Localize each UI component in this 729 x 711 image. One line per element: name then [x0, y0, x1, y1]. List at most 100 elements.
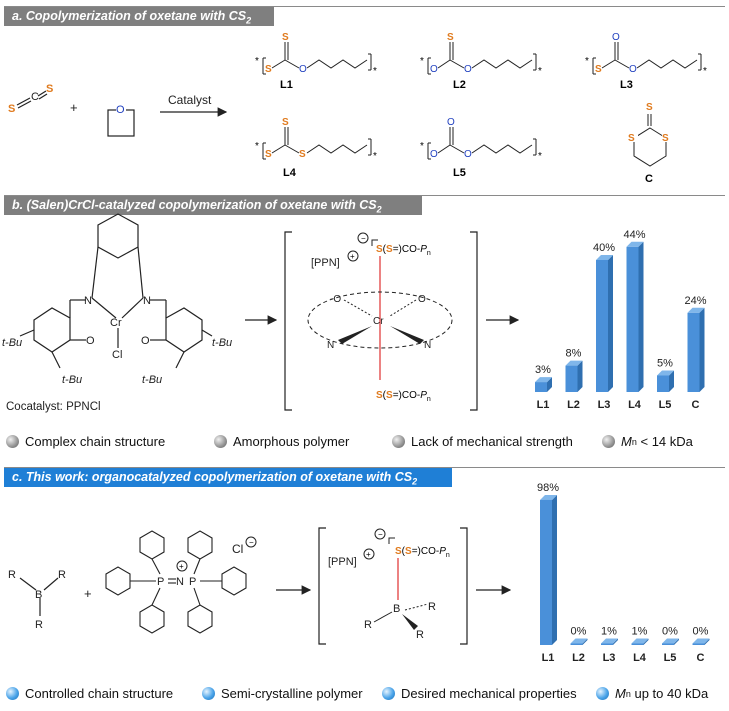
chart-c-category-label-5: C	[697, 652, 705, 664]
svg-text:−: −	[249, 538, 254, 547]
svg-text:S(S=)CO-Pn: S(S=)CO-Pn	[395, 546, 450, 559]
svg-text:O: O	[418, 294, 426, 305]
svg-text:S: S	[595, 64, 602, 75]
legend-c-item-2: Semi-crystalline polymer	[202, 686, 363, 701]
label-l5: L5	[453, 167, 466, 179]
chart-b-bar-side-2	[608, 255, 613, 392]
svg-text:*: *	[420, 141, 424, 152]
catalyst-label: Catalyst	[168, 93, 212, 107]
svg-text:O: O	[612, 32, 620, 43]
tbu-left: t-Bu	[2, 337, 22, 349]
chain-n-b2: n	[427, 396, 431, 403]
label-c: C	[645, 173, 653, 185]
svg-text:*: *	[373, 66, 377, 77]
bullet-icon	[382, 687, 395, 700]
chart-b-value-label-3: 44%	[623, 229, 645, 241]
ppn-p-left: P	[157, 576, 164, 588]
label-l4: L4	[283, 167, 297, 179]
salen-cr-complex	[20, 214, 212, 368]
chart-b-bar-2	[596, 260, 608, 392]
chart-b-category-label-0: L1	[537, 399, 550, 411]
bullet-icon	[602, 435, 615, 448]
ppn-b: [PPN]	[311, 257, 340, 269]
ppn-c: [PPN]	[328, 556, 357, 568]
svg-text:R: R	[416, 629, 424, 641]
svg-text:O: O	[430, 64, 438, 75]
svg-text:S: S	[282, 117, 289, 128]
salen-cr: Cr	[110, 317, 122, 329]
svg-text:O: O	[629, 64, 637, 75]
chart-b-bar-side-5	[700, 308, 705, 392]
svg-text:*: *	[538, 66, 542, 77]
svg-text:O: O	[299, 64, 307, 75]
chart-c-bar-5	[693, 644, 705, 646]
bullet-icon	[202, 687, 215, 700]
legend-c-item-1: Controlled chain structure	[6, 686, 173, 701]
chart-b-bar-4	[657, 376, 669, 393]
chart-c-value-label-4: 0%	[662, 626, 678, 638]
legend-c: Controlled chain structure Semi-crystall…	[6, 686, 725, 706]
svg-text:R: R	[428, 601, 436, 613]
cs2-molecule: S C S	[8, 83, 53, 115]
svg-text:S(S=)CO-Pn: S(S=)CO-Pn	[376, 390, 431, 403]
svg-text:S: S	[447, 32, 454, 43]
chart-b-value-label-2: 40%	[593, 242, 615, 254]
svg-text:-O: -O	[330, 294, 341, 305]
svg-text:*: *	[538, 151, 542, 162]
chart-c-bar-top-3	[632, 639, 649, 644]
ppn-n: N	[176, 576, 184, 588]
label-l1: L1	[280, 79, 293, 91]
plus-sign-a: +	[70, 100, 78, 115]
svg-text:S: S	[265, 64, 272, 75]
salen-n-left: N	[84, 295, 92, 307]
borane-r2: R	[58, 569, 66, 581]
chart-b-category-label-1: L2	[567, 399, 580, 411]
chart-c-bar-top-1	[571, 639, 588, 644]
counterion-cl: Cl	[232, 542, 243, 556]
bullet-icon	[214, 435, 227, 448]
chain-tail-b: =)CO-	[393, 244, 421, 255]
svg-text:S: S	[46, 83, 53, 95]
chart-c-value-label-3: 1%	[632, 626, 648, 638]
chain-n-c: n	[446, 552, 450, 559]
chart-b-category-label-5: C	[692, 399, 700, 411]
chain-n-b: n	[427, 250, 431, 257]
chart-b-value-label-4: 5%	[657, 358, 673, 370]
tbu-bottom-right: t-Bu	[142, 374, 162, 386]
chart-c-category-label-2: L3	[603, 652, 616, 664]
chain-tail-c: =)CO-	[412, 546, 440, 557]
chart-c-bar-top-4	[662, 639, 679, 644]
svg-text:R: R	[364, 619, 372, 631]
borane-r1: R	[8, 569, 16, 581]
chart-c-bar-top-5	[693, 639, 710, 644]
cocatalyst-label: Cocatalyst: PPNCl	[6, 401, 101, 413]
svg-text:C: C	[31, 91, 39, 103]
svg-text:+: +	[350, 252, 355, 261]
legend-b-item-4: Mn < 14 kDa	[602, 434, 693, 449]
svg-text:−: −	[378, 530, 383, 539]
chart-b-category-label-3: L4	[628, 399, 642, 411]
svg-text:S: S	[282, 32, 289, 43]
chart-c-bar-4	[662, 644, 674, 646]
svg-text:O: O	[447, 117, 455, 128]
chart-b-bar-5	[688, 313, 700, 392]
chart-c: 98%L10%L21%L31%L40%L50%C	[537, 482, 710, 664]
chart-c-category-label-1: L2	[572, 652, 585, 664]
legend-c-item-4: Mn up to 40 kDa	[596, 686, 708, 701]
svg-text:+: +	[366, 550, 371, 559]
tbu-bottom-left: t-Bu	[62, 374, 82, 386]
legend-b-item-1: Complex chain structure	[6, 434, 165, 449]
chart-c-bar-0	[540, 500, 552, 645]
ppn-p-right: P	[189, 576, 196, 588]
polymer-l5: * O O O *	[420, 117, 542, 162]
chart-c-value-label-5: 0%	[693, 626, 709, 638]
svg-text:N: N	[424, 340, 431, 351]
intermediate-c: [PPN] + − S(S=)CO-Pn B R R R	[319, 528, 467, 644]
bullet-icon	[6, 687, 19, 700]
svg-text:S: S	[646, 102, 653, 113]
bullet-icon	[596, 687, 609, 700]
svg-text:−: −	[361, 234, 366, 243]
svg-text:S: S	[628, 133, 635, 144]
